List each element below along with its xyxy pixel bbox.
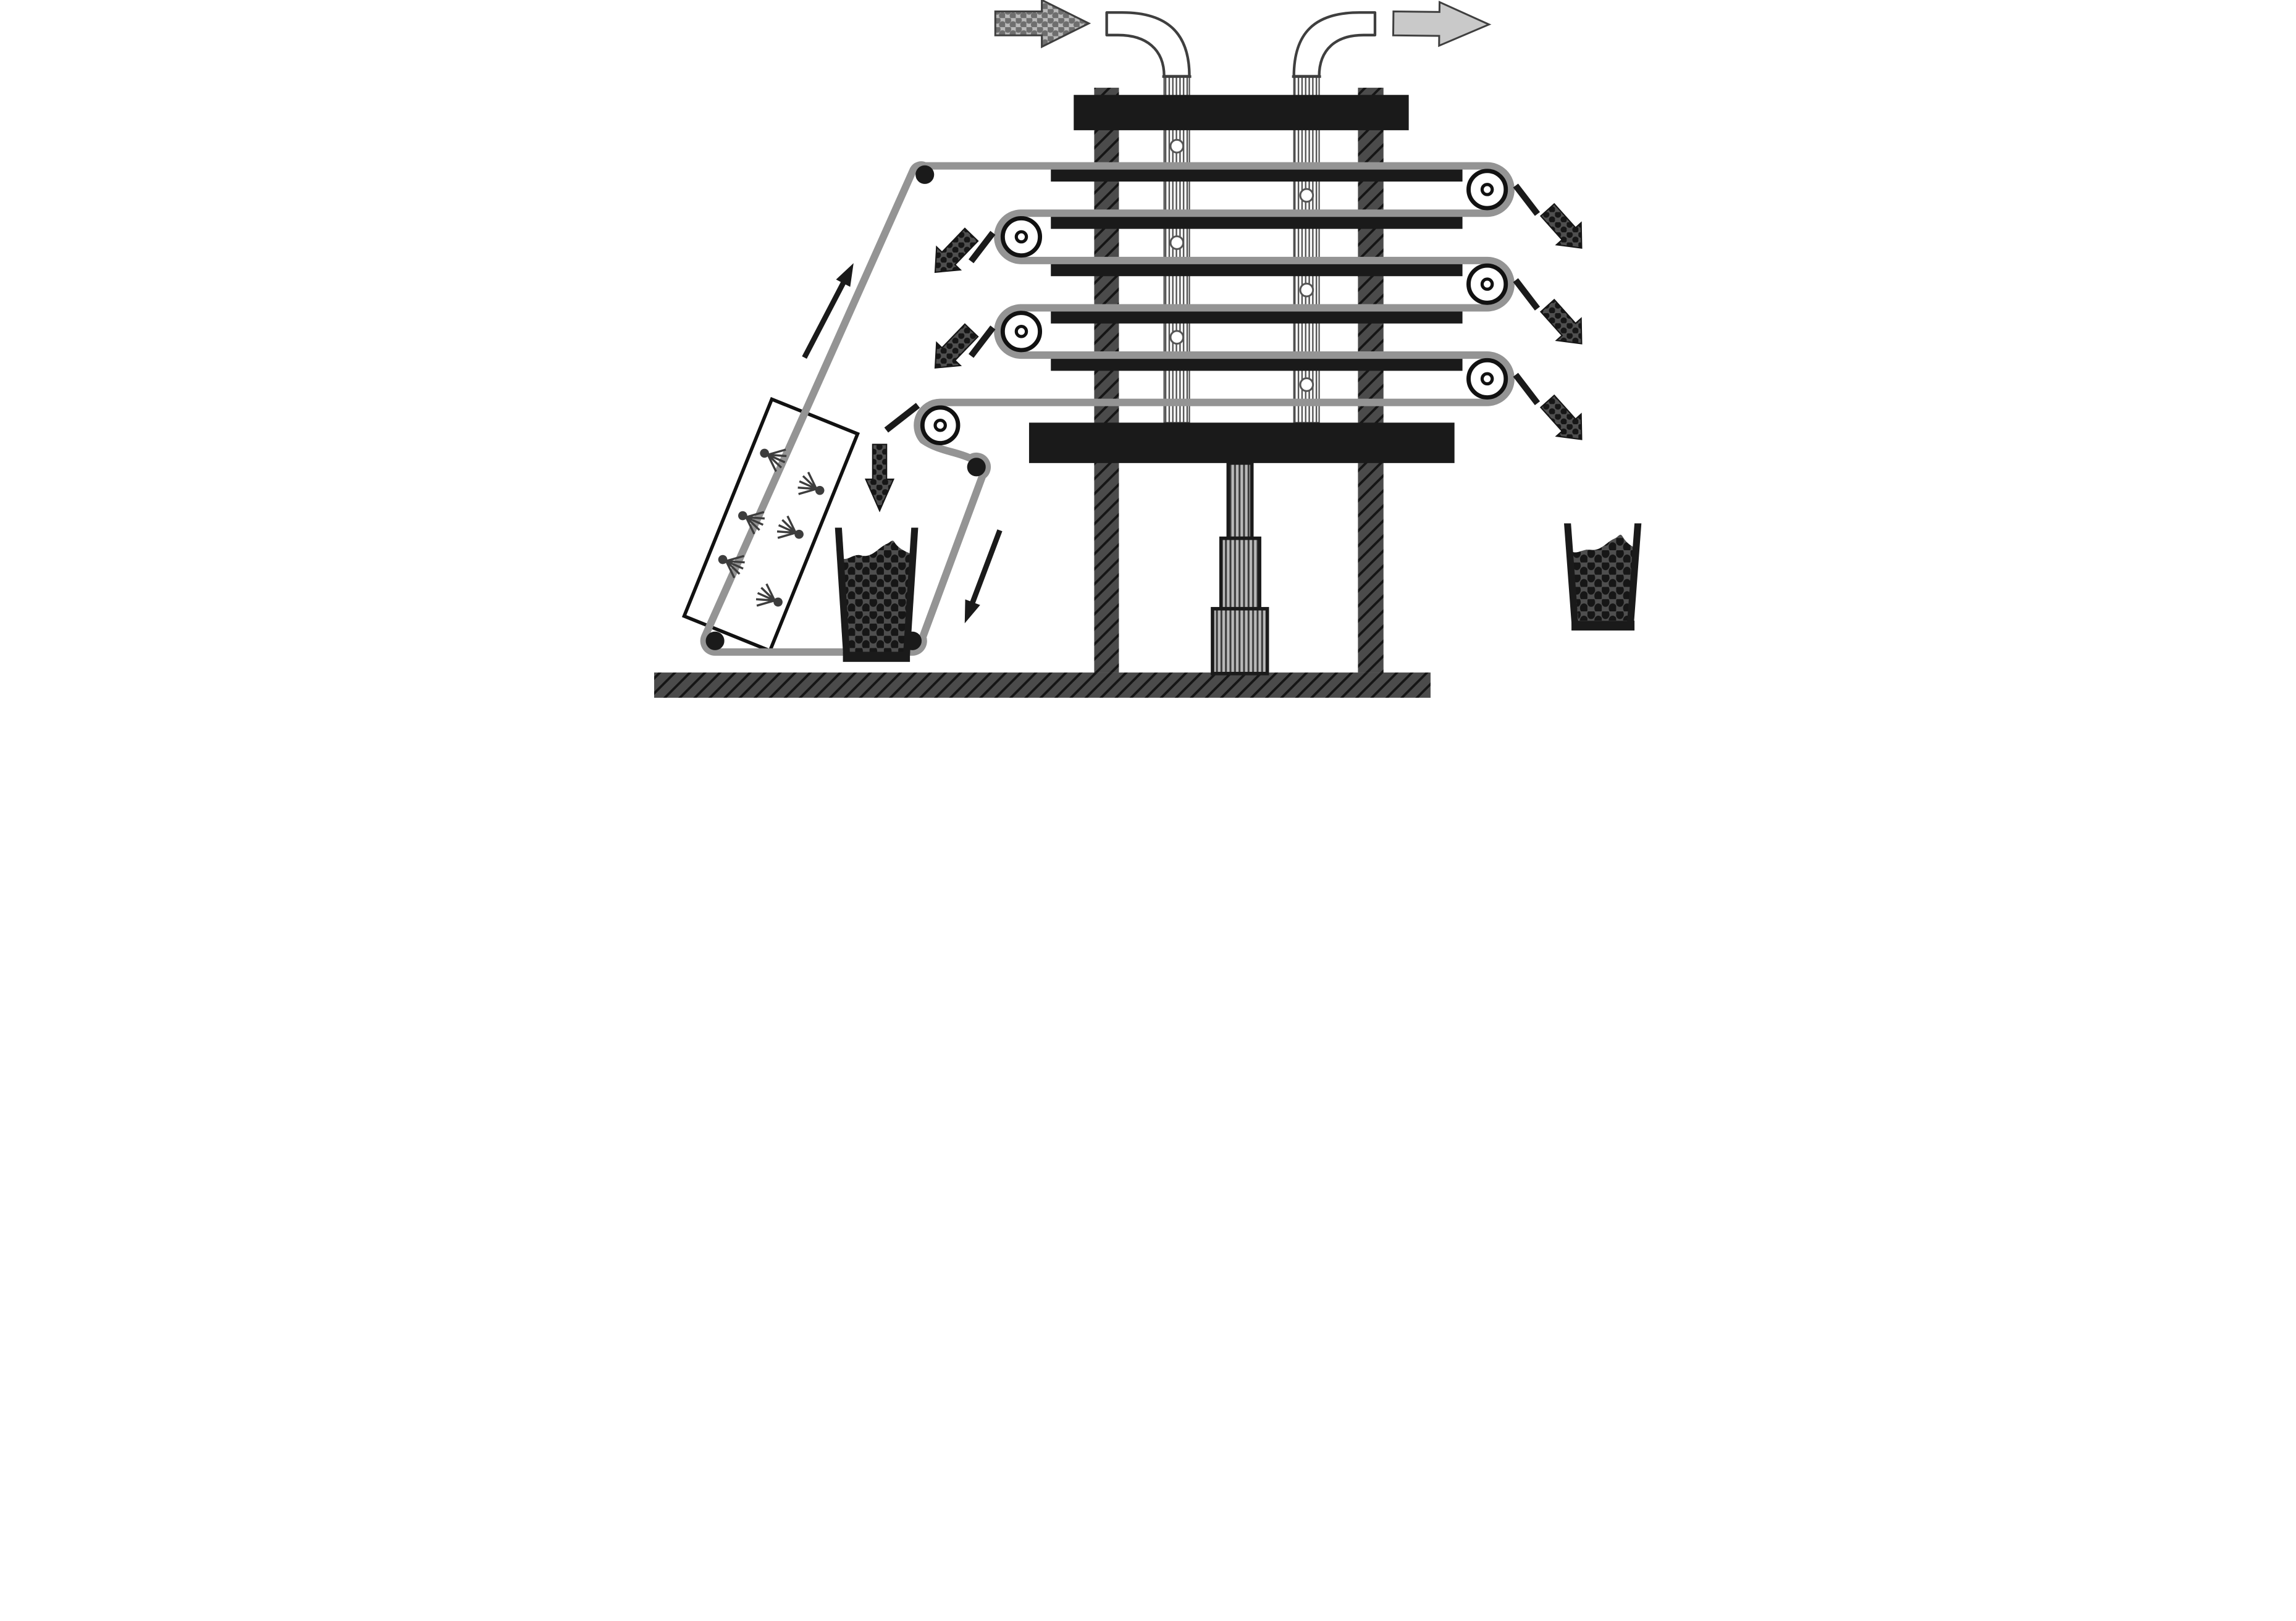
nozzle-spray-line xyxy=(807,471,817,490)
nozzle-body xyxy=(773,597,783,607)
rod-port-window xyxy=(1298,188,1314,203)
pulley-hub xyxy=(1014,325,1028,338)
belt-press-diagram xyxy=(654,0,1642,698)
left-container-wall xyxy=(835,527,851,660)
spray-nozzle-icon xyxy=(759,448,786,472)
nozzle-spray-line xyxy=(767,454,782,469)
rod-port-window xyxy=(1298,282,1314,298)
discharge-arrow-icon xyxy=(1539,298,1583,345)
nozzle-body xyxy=(815,485,824,495)
right-container-wall xyxy=(1563,523,1579,630)
pulley-hub xyxy=(1480,372,1494,386)
wash-station-box xyxy=(681,396,860,653)
scraper-blade-left-1 xyxy=(968,230,996,264)
left-container-bottom xyxy=(843,651,910,662)
pulley-hub xyxy=(1480,277,1494,291)
spray-nozzle-icon xyxy=(738,511,765,535)
outlet-arrow-icon xyxy=(1392,1,1491,48)
belt-direction-arrow-icon xyxy=(801,263,854,359)
press-platen-4 xyxy=(1050,311,1463,324)
outlet-pipe xyxy=(1292,11,1376,78)
scraper-blade-left-2 xyxy=(968,325,996,358)
diagram-page xyxy=(654,0,1642,698)
nozzle-spray-line xyxy=(802,475,817,490)
discharge-arrow-icon xyxy=(934,227,979,273)
nozzle-spray-line xyxy=(781,519,796,534)
ground xyxy=(654,672,1431,698)
spray-nozzle-icon xyxy=(718,555,745,579)
nozzle-spray-line xyxy=(765,583,776,601)
nozzle-body xyxy=(759,448,769,458)
press-platen-2 xyxy=(1050,216,1463,229)
press-platen-3 xyxy=(1050,263,1463,277)
scraper-blade-right-3 xyxy=(1513,372,1540,406)
serpentine-belt xyxy=(700,161,1515,656)
press-platen-1 xyxy=(1050,169,1463,182)
nozzle-body xyxy=(794,529,804,539)
hydraulic-ram-stage-3 xyxy=(1210,606,1269,676)
discharge-arrow-icon xyxy=(1539,203,1583,249)
nozzle-spray-line xyxy=(725,560,740,575)
pulley-right-3 xyxy=(1466,358,1508,400)
spray-nozzle-icon xyxy=(755,583,783,607)
frame-column-left xyxy=(1093,88,1119,673)
pulley-right-2 xyxy=(1466,263,1508,305)
left-container-wall xyxy=(902,527,918,660)
spray-nozzle-icon xyxy=(797,471,824,495)
press-platen-5 xyxy=(1050,358,1463,371)
hydraulic-ram-stage-1 xyxy=(1226,461,1253,540)
discharge-arrow-icon xyxy=(1539,394,1583,440)
frame-column-right xyxy=(1357,88,1384,673)
feed-arrow-icon xyxy=(994,0,1091,49)
press-header-beam xyxy=(1073,94,1409,130)
nozzle-body xyxy=(738,511,747,521)
scraper-blade-wash xyxy=(884,403,920,433)
rod-port-window xyxy=(1169,138,1184,154)
idler-roller-tension xyxy=(967,458,986,477)
rod-port-window xyxy=(1298,377,1314,392)
scraper-blade-right-1 xyxy=(1513,183,1540,216)
pulley-hub xyxy=(1014,230,1028,244)
right-container-bottom xyxy=(1571,621,1634,631)
right-container-wall xyxy=(1626,523,1641,630)
nozzle-spray-line xyxy=(745,516,760,531)
left-container-contents xyxy=(842,540,910,652)
scraper-blade-right-2 xyxy=(1513,278,1540,311)
press-bottom-platen xyxy=(1028,422,1455,463)
belt-direction-arrow-icon xyxy=(964,529,1003,624)
nozzle-spray-line xyxy=(744,516,755,535)
rod-port-window xyxy=(1169,330,1184,345)
right-container-contents xyxy=(1571,534,1635,621)
rod-port-window xyxy=(1169,235,1184,250)
spray-nozzle-icon xyxy=(776,515,804,539)
pulley-hub xyxy=(933,418,947,432)
pulley-wash-head xyxy=(920,405,960,446)
nozzle-spray-line xyxy=(767,454,777,472)
nozzle-spray-line xyxy=(786,515,797,534)
pulley-left-1 xyxy=(1000,216,1042,258)
wash-residue-arrow-icon xyxy=(864,443,894,513)
idler-roller-top-left xyxy=(915,165,934,184)
idler-roller-bottom-left xyxy=(705,631,725,650)
hydraulic-ram-stage-2 xyxy=(1219,536,1261,611)
nozzle-body xyxy=(718,555,727,564)
inlet-pipe xyxy=(1104,11,1191,78)
pulley-hub xyxy=(1480,183,1494,196)
discharge-arrow-icon xyxy=(934,323,979,369)
pulley-left-2 xyxy=(1000,311,1042,353)
nozzle-spray-line xyxy=(760,587,775,601)
nozzle-spray-line xyxy=(725,560,735,579)
pulley-right-1 xyxy=(1466,169,1508,211)
